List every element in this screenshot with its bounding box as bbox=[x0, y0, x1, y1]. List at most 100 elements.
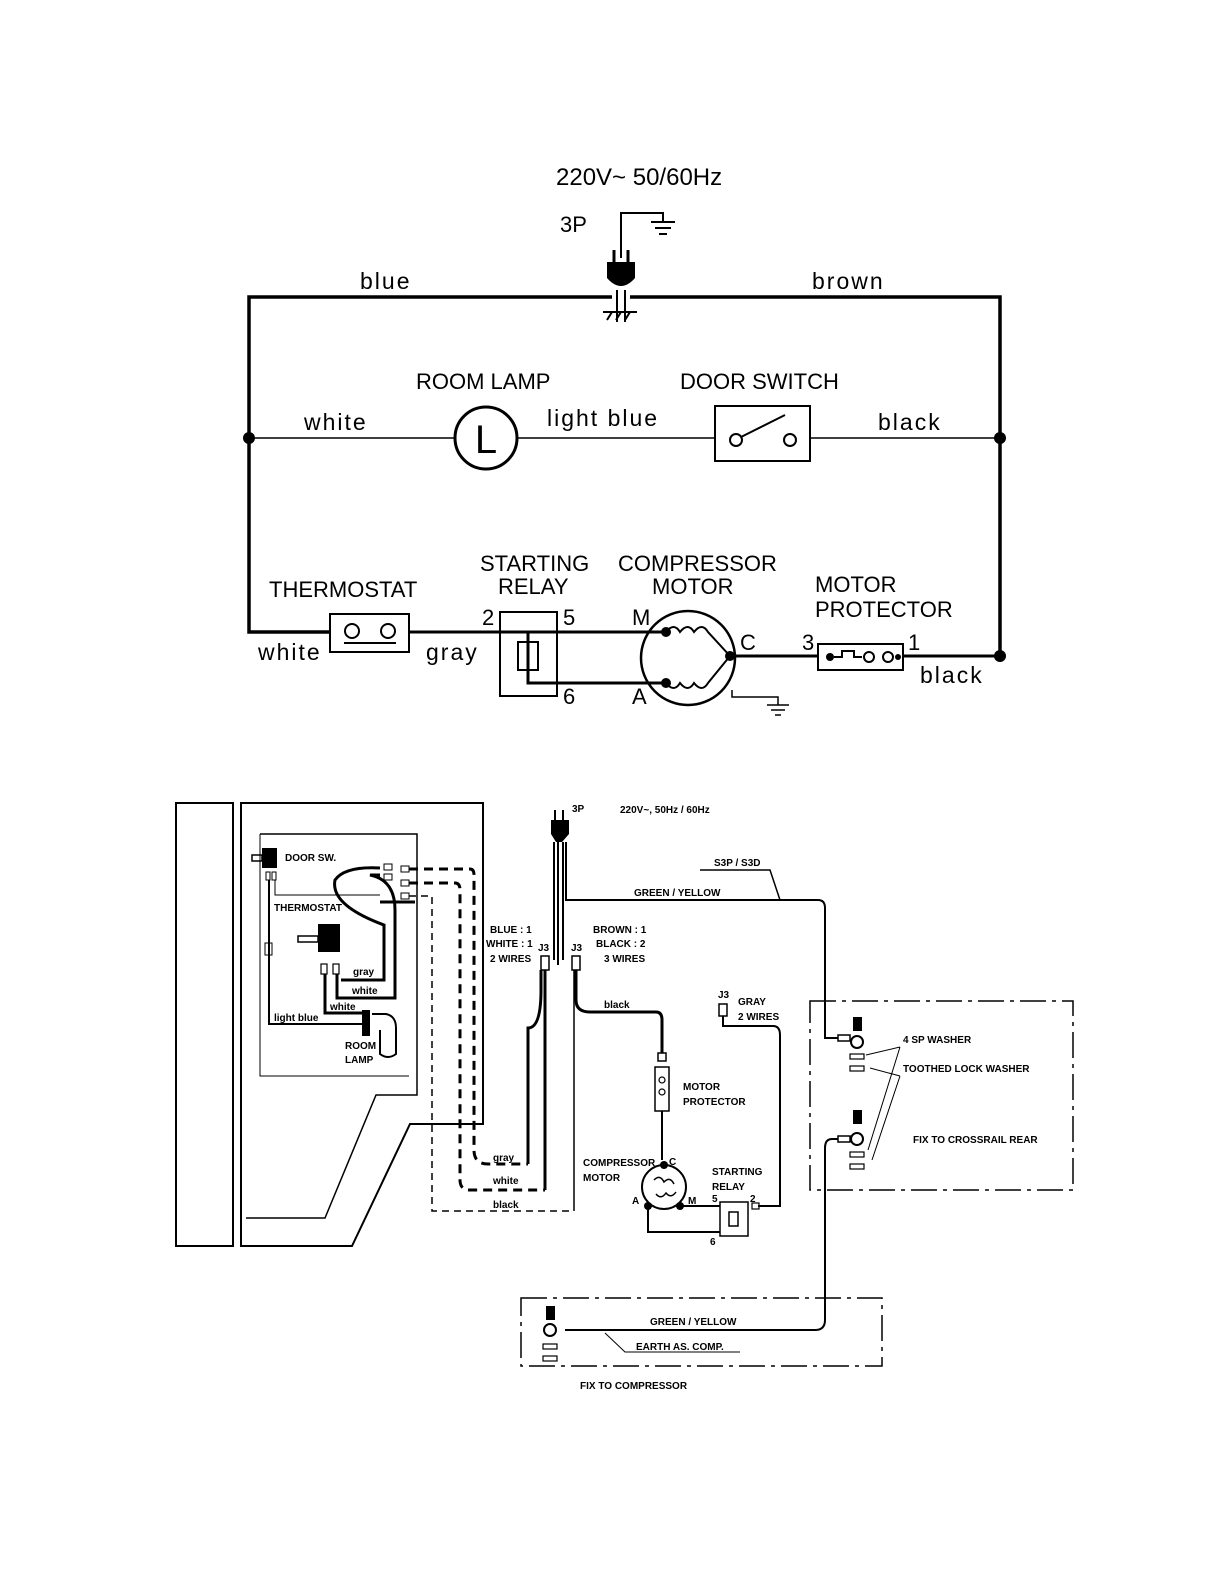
plug-icon bbox=[603, 212, 675, 322]
bundle-right-2: BLACK : 2 bbox=[596, 939, 646, 950]
liner-outline bbox=[246, 833, 418, 1219]
bundle-left-1: BLUE : 1 bbox=[490, 925, 532, 936]
protector-label-2: PROTECTOR bbox=[815, 597, 953, 622]
protector-terminal-1: 1 bbox=[908, 630, 920, 655]
compressor-label-w1: COMPRESSOR bbox=[583, 1158, 656, 1169]
schematic-diagram: 220V~ 50/60Hz 3P blue brown bbox=[243, 164, 1006, 716]
supply-label-w: 220V~, 50Hz / 60Hz bbox=[620, 805, 710, 816]
compressor-motor-symbol bbox=[639, 609, 789, 716]
protector-terminal-3: 3 bbox=[802, 630, 814, 655]
room-lamp-icon bbox=[362, 1010, 397, 1058]
gray-bundle-2: 2 WIRES bbox=[738, 1012, 779, 1023]
motor-terminal-c-w: C bbox=[669, 1157, 676, 1168]
washer-label-1: 4 SP WASHER bbox=[903, 1035, 972, 1046]
crossrail-box bbox=[809, 1000, 1074, 1191]
plug-icon-w bbox=[551, 810, 569, 842]
light-blue-label: light blue bbox=[547, 405, 659, 431]
light-blue-label-w: light blue bbox=[274, 1013, 319, 1024]
protector-label-w1: MOTOR bbox=[683, 1082, 721, 1093]
door-switch-icon bbox=[251, 848, 277, 881]
relay-terminal-5-w: 5 bbox=[712, 1194, 718, 1205]
room-lamp-label-2: LAMP bbox=[345, 1055, 374, 1066]
earth-label: EARTH AS. COMP. bbox=[636, 1342, 724, 1353]
motor-terminal-c: C bbox=[740, 630, 756, 655]
relay-label-w1: STARTING bbox=[712, 1167, 763, 1178]
cord-leader bbox=[700, 869, 781, 901]
gray-label: gray bbox=[426, 639, 479, 665]
relay-label-1: STARTING bbox=[480, 551, 589, 576]
compressor-ground-box bbox=[520, 1297, 883, 1367]
relay-terminal-2: 2 bbox=[482, 605, 494, 630]
motor-terminal-m-w: M bbox=[688, 1196, 696, 1207]
blue-label: blue bbox=[360, 268, 411, 294]
relay-label-2: RELAY bbox=[498, 574, 569, 599]
black-label-w1: black bbox=[604, 1000, 630, 1011]
j3-label-3: J3 bbox=[718, 990, 730, 1001]
green-yellow-label: GREEN / YELLOW bbox=[634, 888, 721, 899]
relay-label-w2: RELAY bbox=[712, 1182, 745, 1193]
brown-label: brown bbox=[812, 268, 885, 294]
relay-terminal-6-w: 6 bbox=[710, 1237, 716, 1248]
black-harness bbox=[409, 895, 574, 1212]
black-to-protector bbox=[574, 970, 664, 1053]
ground-screw-icon-3 bbox=[542, 1306, 558, 1362]
protector-label-1: MOTOR bbox=[815, 572, 896, 597]
gray-harness bbox=[409, 867, 528, 1166]
compressor-label-w2: MOTOR bbox=[583, 1173, 621, 1184]
white-wire-w2 bbox=[335, 873, 397, 1000]
cabinet-door-outline bbox=[175, 802, 234, 1247]
white-harness bbox=[409, 881, 545, 1192]
motor-terminal-a-w: A bbox=[632, 1196, 639, 1207]
j3-label-2: J3 bbox=[571, 943, 583, 954]
j3-label-1: J3 bbox=[538, 943, 550, 954]
door-sw-label: DOOR SW. bbox=[285, 853, 336, 864]
bundle-right-3: 3 WIRES bbox=[604, 954, 645, 965]
door-switch-label: DOOR SWITCH bbox=[680, 369, 839, 394]
junction-dot-right bbox=[994, 432, 1006, 444]
light-blue-wire-w bbox=[268, 880, 362, 1025]
gray-to-relay bbox=[722, 1016, 781, 1207]
door-switch-wire bbox=[274, 880, 380, 896]
lamp-letter: L bbox=[475, 418, 497, 462]
white-label-top: white bbox=[303, 409, 368, 435]
wiring-diagram: DOOR SW. THERMOSTAT ROOM LAMP light blue… bbox=[175, 802, 1074, 1392]
motor-terminal-a: A bbox=[632, 684, 647, 709]
white-label-w2: white bbox=[351, 986, 378, 997]
washer-leaders bbox=[865, 1046, 901, 1161]
green-yellow-wire bbox=[565, 842, 838, 1039]
gray-label-w1: gray bbox=[353, 967, 375, 978]
fix-compressor-label: FIX TO COMPRESSOR bbox=[580, 1381, 688, 1392]
ground-wire bbox=[565, 1138, 838, 1331]
ground-screw-icon-2 bbox=[837, 1110, 865, 1170]
gray-bundle-1: GRAY bbox=[738, 997, 766, 1008]
plug-label: 3P bbox=[560, 212, 587, 237]
earth-leader bbox=[604, 1332, 740, 1353]
protector-label-w2: PROTECTOR bbox=[683, 1097, 746, 1108]
starting-relay-symbol bbox=[499, 611, 558, 697]
thermostat-label: THERMOSTAT bbox=[269, 577, 417, 602]
gray-wire-w1 bbox=[333, 866, 386, 982]
motor-terminal-m: M bbox=[632, 605, 650, 630]
cord-code-label: S3P / S3D bbox=[714, 858, 761, 869]
fix-crossrail-label: FIX TO CROSSRAIL REAR bbox=[913, 1135, 1038, 1146]
motor-protector-symbol bbox=[817, 643, 904, 671]
room-lamp-symbol: L bbox=[453, 405, 519, 471]
black-label-bottom: black bbox=[920, 662, 984, 688]
black-label-w2: black bbox=[493, 1200, 519, 1211]
ground-screw-icon-1 bbox=[837, 1017, 865, 1072]
relay-terminal-2-w: 2 bbox=[750, 1194, 756, 1205]
green-yellow-label-2: GREEN / YELLOW bbox=[650, 1317, 737, 1328]
white-wire-w1 bbox=[323, 974, 362, 1015]
thermostat-symbol bbox=[329, 613, 410, 653]
relay-a-wire bbox=[526, 632, 663, 685]
black-label-top: black bbox=[878, 409, 942, 435]
compressor-icon bbox=[641, 1161, 720, 1233]
gray-trunk bbox=[526, 970, 543, 1164]
compressor-label-1: COMPRESSOR bbox=[618, 551, 777, 576]
bundle-right-1: BROWN : 1 bbox=[593, 925, 647, 936]
thermostat-icon bbox=[297, 924, 340, 975]
inner-panel bbox=[259, 834, 409, 1077]
junction-dot-bottom bbox=[994, 650, 1006, 662]
junction-dot-left bbox=[243, 432, 255, 444]
